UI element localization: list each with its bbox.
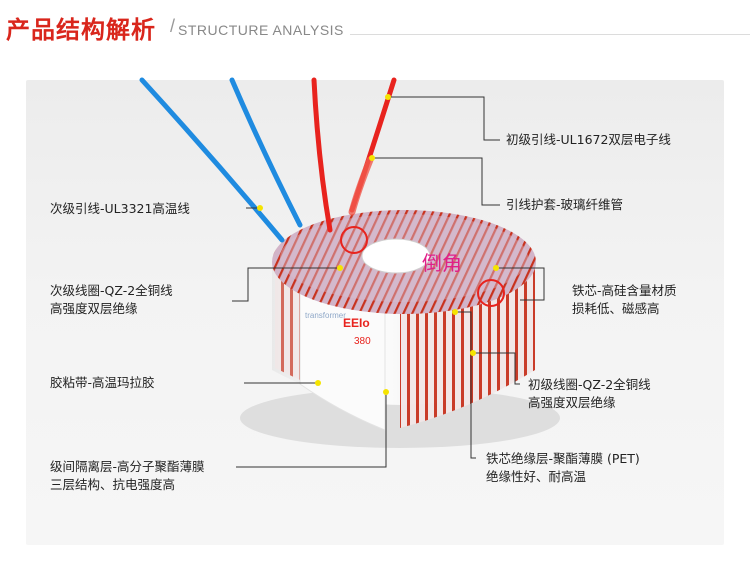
callout-secondary-coil-line2: 高强度双层绝缘 — [50, 301, 138, 316]
callout-core-line2: 损耗低、磁感高 — [572, 301, 660, 316]
blue-wire-1 — [139, 77, 285, 243]
header-divider — [350, 34, 750, 35]
red-wire-1 — [311, 77, 333, 233]
callout-primary-coil-line2: 高强度双层绝缘 — [528, 395, 616, 410]
callout-core-line1: 铁芯-高硅含量材质 — [572, 283, 677, 298]
callout-interlayer-line1: 级间隔离层-高分子聚酯薄膜 — [50, 459, 205, 474]
callout-core: 铁芯-高硅含量材质 损耗低、磁感高 — [572, 282, 677, 318]
type-label: transformer — [305, 311, 346, 320]
callout-interlayer-line2: 三层结构、抗电强度高 — [50, 477, 176, 492]
callout-primary-coil-line1: 初级线圈-QZ-2全铜线 — [528, 377, 651, 392]
chamfer-circle-2 — [477, 279, 505, 307]
toroid-side-coils-left — [275, 262, 300, 380]
brand-label: EEIo — [343, 316, 370, 330]
model-label: 380 — [354, 336, 371, 347]
callout-secondary-coil-line1: 次级线圈-QZ-2全铜线 — [50, 283, 173, 298]
callout-core-insulation-line2: 绝缘性好、耐高温 — [486, 469, 587, 484]
page-subtitle: STRUCTURE ANALYSIS — [178, 22, 344, 38]
callout-primary-coil: 初级线圈-QZ-2全铜线 高强度双层绝缘 — [528, 376, 651, 412]
callout-secondary-coil: 次级线圈-QZ-2全铜线 高强度双层绝缘 — [50, 282, 173, 318]
header: 产品结构解析 / STRUCTURE ANALYSIS — [0, 0, 750, 62]
red-wire-2-sleeve — [348, 156, 374, 216]
callout-primary-lead: 初级引线-UL1672双层电子线 — [506, 132, 671, 147]
chamfer-annotation: 倒角 — [422, 251, 462, 275]
callout-tape: 胶粘带-高温玛拉胶 — [50, 375, 155, 390]
center-hole — [361, 238, 431, 274]
callout-core-insulation: 铁芯绝缘层-聚酯薄膜 (PET) 绝缘性好、耐高温 — [486, 450, 640, 486]
chamfer-circle-1 — [340, 226, 368, 254]
callout-secondary-lead: 次级引线-UL3321高温线 — [50, 201, 190, 216]
marker-dots — [257, 94, 499, 395]
leader-lines — [232, 96, 545, 468]
callout-core-insulation-line1: 铁芯绝缘层-聚酯薄膜 (PET) — [486, 451, 640, 466]
callout-interlayer: 级间隔离层-高分子聚酯薄膜 三层结构、抗电强度高 — [50, 458, 205, 494]
page-title: 产品结构解析 — [6, 16, 156, 44]
callout-lead-sleeve: 引线护套-玻璃纤维管 — [506, 197, 624, 212]
blue-wire-2 — [229, 77, 303, 228]
title-separator: / — [170, 16, 176, 36]
